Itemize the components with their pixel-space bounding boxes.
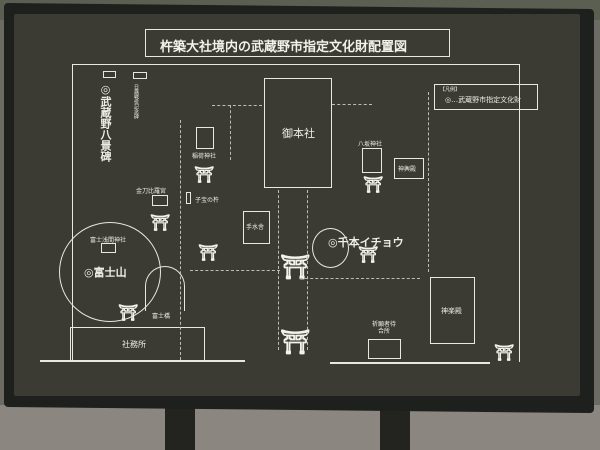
approach-dashed-right (307, 190, 308, 350)
building-yasaka (362, 148, 382, 173)
label-hakkei: ◎武蔵野八景碑 (99, 83, 112, 162)
label-inari: 稲荷神社 (192, 153, 217, 160)
label-nichiro: 日露戦役記念碑 (133, 84, 139, 119)
label-fujibashi: 富士橋 (152, 313, 171, 320)
torii-icon: ⛩ (363, 175, 384, 194)
path-dashed (428, 92, 429, 272)
label-icho: ◎千本イチョウ (328, 236, 404, 249)
label-kagura: 神楽殿 (441, 307, 462, 315)
building-kagura (430, 277, 475, 344)
gravel-ground (0, 405, 600, 450)
kodakara-marker (186, 192, 191, 204)
legend-heading: 【凡例】 (440, 87, 461, 93)
label-fujisan: ◎富士山 (84, 266, 127, 279)
path-dashed-left (180, 120, 181, 360)
torii-icon: ⛩ (118, 303, 139, 322)
fuji-pond (145, 266, 185, 311)
main-torii-icon: ⛩ (280, 253, 311, 281)
approach-dashed-left (278, 190, 279, 350)
label-honsha: 御本社 (282, 127, 315, 140)
path-dashed (190, 270, 280, 271)
building-konpira (152, 195, 168, 206)
building-mikoshi (394, 158, 424, 179)
building-sengen (101, 243, 116, 253)
front-torii-icon: ⛩ (280, 328, 311, 356)
building-kigansha (368, 339, 401, 359)
label-mikoshi: 神輿殿 (398, 166, 417, 173)
monument-nichiro (133, 72, 147, 79)
label-shamusho: 社務所 (122, 340, 146, 349)
label-sengen: 富士浅間神社 (90, 237, 127, 244)
path-dashed (212, 105, 262, 106)
label-temizuya: 手水舎 (246, 224, 265, 231)
torii-icon: ⛩ (358, 245, 379, 264)
building-honsha (264, 78, 332, 188)
boundary-bottom-right (330, 362, 490, 364)
legend-entry: ◎…武蔵野市指定文化財 (445, 96, 522, 104)
label-kodakara: 子宝の杵 (195, 197, 220, 204)
label-yasaka: 八坂神社 (358, 141, 383, 148)
icho-tree-circle (312, 228, 349, 268)
path-dashed (230, 105, 231, 160)
sign-post-right (380, 405, 410, 450)
label-kigansha: 祈願者待合所 (372, 321, 397, 335)
building-inari (196, 127, 214, 149)
legend-box (434, 84, 538, 110)
building-temizuya (243, 211, 270, 244)
label-konpira: 金刀比羅宮 (136, 188, 167, 195)
torii-icon: ⛩ (494, 343, 515, 362)
boundary-bottom-left (40, 360, 245, 362)
monument-hakkei (103, 71, 116, 78)
path-dashed (300, 278, 420, 279)
torii-icon: ⛩ (194, 165, 215, 184)
map-title: 杵築大社境内の武蔵野市指定文化財配置図 (160, 40, 408, 55)
torii-icon: ⛩ (150, 213, 171, 232)
sign-post-left (165, 405, 195, 450)
title-frame (145, 29, 450, 57)
torii-icon: ⛩ (198, 243, 219, 262)
precinct-outline (72, 64, 520, 362)
building-shamusho (70, 327, 205, 361)
path-dashed (332, 104, 372, 105)
